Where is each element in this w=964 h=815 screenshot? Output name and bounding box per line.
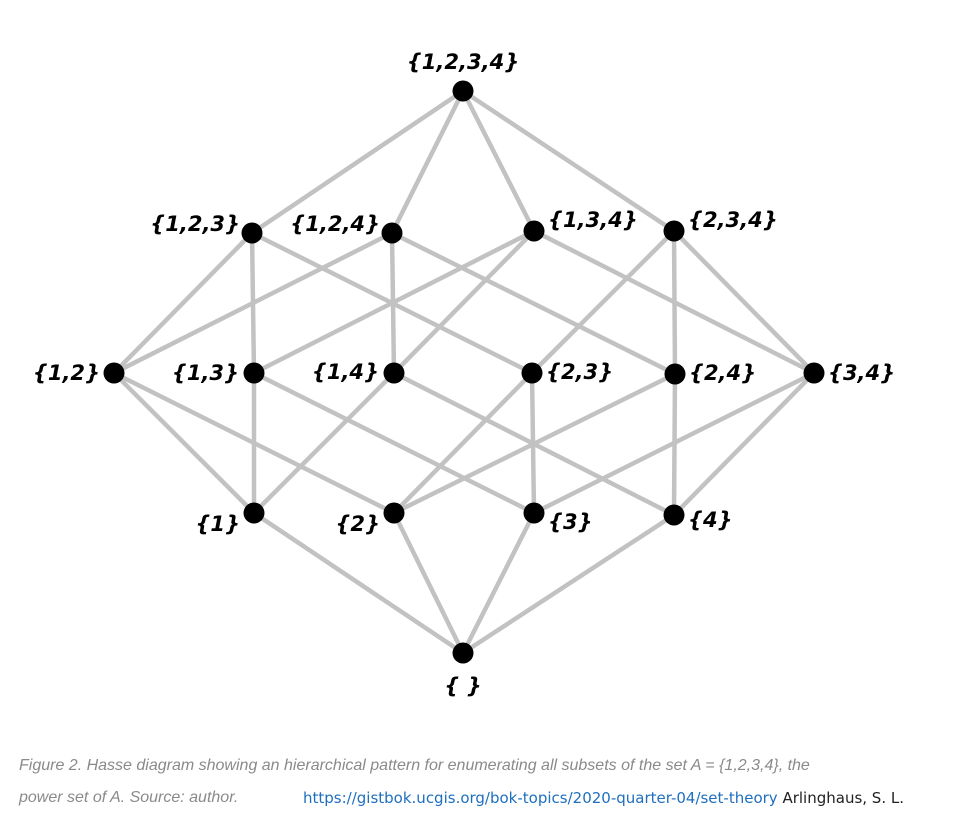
node-n13 <box>243 362 265 384</box>
node-label-n34: {3,4} <box>828 361 895 385</box>
edge-n134-n13 <box>251 228 537 376</box>
edge-n234-n34 <box>671 228 817 376</box>
edge-n234-n23 <box>529 228 677 376</box>
edge-n1234-n124 <box>389 88 466 236</box>
node-n34 <box>803 362 825 384</box>
hasse-diagram: {1,2,3,4} {1,2,3} {1,2,4} {1,3,4} {2,3,4} {1,… <box>33 50 895 698</box>
edge-n1234-n134 <box>460 88 537 234</box>
caption-line-2-wrapper: power set of A. Source: author. https://… <box>19 782 959 814</box>
edge-n1234-n234 <box>460 88 677 234</box>
node-n2 <box>383 502 405 524</box>
node-n14 <box>383 362 405 384</box>
edge-n123-n12 <box>111 230 255 376</box>
edge-n24-n2 <box>391 371 678 516</box>
figure-caption: Figure 2. Hasse diagram showing an hiera… <box>19 750 959 814</box>
edge-n134-n14 <box>391 228 537 376</box>
node-label-n13: {1,3} <box>172 361 239 385</box>
caption-line-1: Figure 2. Hasse diagram showing an hiera… <box>19 757 810 774</box>
edge-n12-n1 <box>111 370 257 516</box>
node-n124 <box>381 222 403 244</box>
edge-n124-n12 <box>111 230 395 376</box>
node-n24 <box>664 363 686 385</box>
node-label-n1: {1} <box>195 512 240 536</box>
node-label-n12: {1,2} <box>33 361 100 385</box>
node-label-n24: {2,4} <box>689 361 756 385</box>
edge-n3-n0 <box>460 510 537 656</box>
edge-n1-n0 <box>251 510 466 656</box>
node-label-n14: {1,4} <box>312 360 379 384</box>
edge-n23-n2 <box>391 370 535 516</box>
node-n1 <box>243 502 265 524</box>
edge-n124-n24 <box>389 230 678 377</box>
node-label-n1234: {1,2,3,4} <box>407 50 519 74</box>
node-n4 <box>663 504 685 526</box>
diagram-nodes <box>103 80 825 664</box>
diagram-labels: {1,2,3,4} {1,2,3} {1,2,4} {1,3,4} {2,3,4} {1,… <box>33 50 895 698</box>
caption-line-2: power set of A. Source: author. <box>19 789 239 806</box>
node-label-n234: {2,3,4} <box>688 208 778 232</box>
edge-n34-n3 <box>531 370 817 516</box>
node-label-n4: {4} <box>688 508 733 532</box>
source-link-wrapper: https://gistbok.ucgis.org/bok-topics/202… <box>303 782 904 814</box>
edge-n2-n0 <box>391 510 466 656</box>
edge-n34-n4 <box>671 370 817 518</box>
node-n0 <box>452 642 474 664</box>
source-author: Arlinghaus, S. L. <box>782 789 904 807</box>
node-n1234 <box>452 80 474 102</box>
edge-n4-n0 <box>460 512 677 656</box>
node-n123 <box>241 222 263 244</box>
source-link[interactable]: https://gistbok.ucgis.org/bok-topics/202… <box>303 789 778 807</box>
node-n234 <box>663 220 685 242</box>
node-label-n23: {2,3} <box>546 360 613 384</box>
node-n12 <box>103 362 125 384</box>
node-n23 <box>521 362 543 384</box>
edge-n1234-n123 <box>249 88 466 236</box>
edge-n13-n3 <box>251 370 537 516</box>
node-label-n123: {1,2,3} <box>150 212 240 236</box>
node-n134 <box>523 220 545 242</box>
node-label-n124: {1,2,4} <box>290 212 380 236</box>
node-n3 <box>523 502 545 524</box>
edge-n14-n1 <box>251 370 397 516</box>
diagram-edges <box>111 88 817 656</box>
node-label-n2: {2} <box>335 512 380 536</box>
edge-n234-n24 <box>671 228 678 377</box>
node-label-n134: {1,3,4} <box>548 208 638 232</box>
node-label-n0: { } <box>444 674 481 698</box>
node-label-n3: {3} <box>548 510 593 534</box>
